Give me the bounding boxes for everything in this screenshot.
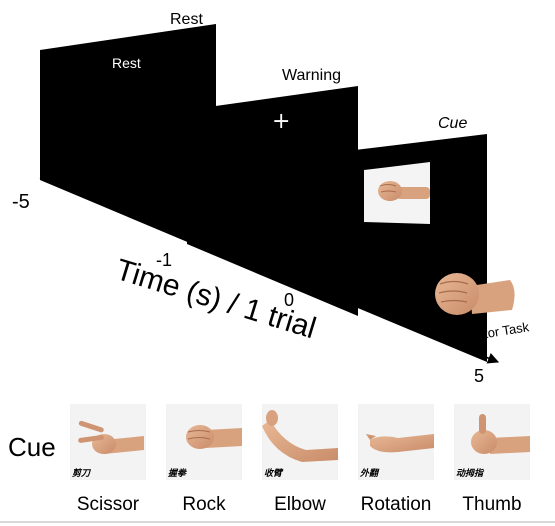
rotation-label: Rotation (361, 494, 432, 515)
elbow-arm-icon (262, 410, 338, 462)
rotation-hand-icon (366, 434, 434, 453)
scissor-cn-caption: 剪刀 (72, 468, 92, 479)
rest-screen-title: Rest (170, 11, 203, 28)
thumb-cn-caption: 动拇指 (456, 468, 485, 479)
cue-item-thumb: 动拇指 Thumb (454, 404, 530, 515)
rest-screen-content: Rest (112, 55, 141, 71)
thumb-up-icon (471, 414, 530, 454)
cue-item-elbow: 收臂 Elbow (262, 404, 338, 515)
rock-label: Rock (182, 494, 226, 515)
rock-fist-icon (186, 425, 242, 449)
tick-label-minus5: -5 (12, 191, 30, 213)
tick-label-five: 5 (474, 366, 484, 386)
cue-screen (305, 134, 487, 362)
warning-cross: + (272, 109, 290, 134)
thumb-label: Thumb (462, 494, 521, 515)
cue-row-label: Cue (8, 432, 56, 462)
tick-label-zero: 0 (284, 290, 294, 310)
motor-task-fist-icon (435, 273, 515, 315)
cue-item-rock: 握拳 Rock (166, 404, 242, 515)
tick-label-minus1: -1 (156, 250, 172, 270)
cue-item-rotation: 外翻 Rotation (358, 404, 434, 515)
rock-cn-caption: 握拳 (168, 468, 187, 479)
bottom-divider (0, 521, 555, 523)
rotation-cn-caption: 外翻 (359, 468, 380, 479)
cue-item-scissor: 剪刀 Scissor (70, 404, 146, 515)
fist-icon (378, 181, 430, 201)
elbow-label: Elbow (274, 494, 326, 515)
warning-screen-title: Warning (282, 67, 341, 84)
rest-screen: Rest (40, 24, 216, 254)
elbow-cn-caption: 收臂 (264, 468, 284, 479)
cue-screen-title: Cue (438, 115, 467, 132)
scissor-label: Scissor (77, 494, 140, 515)
scissor-hand-icon (78, 420, 144, 454)
